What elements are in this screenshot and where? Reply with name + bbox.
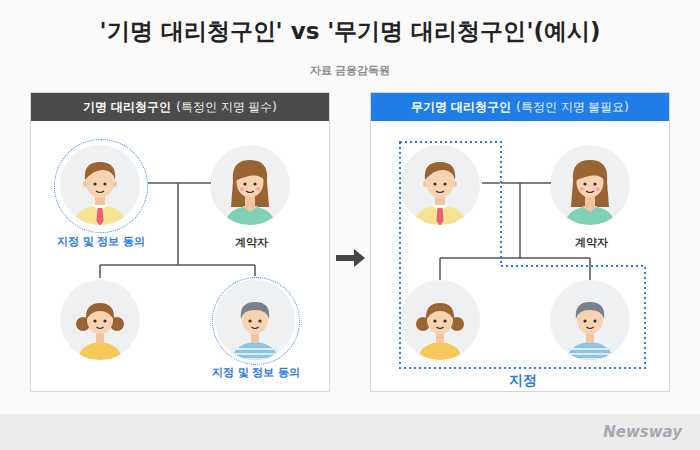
policyholder: 계약자	[551, 146, 631, 226]
policyholder: 계약자	[211, 146, 291, 226]
panel-ground	[370, 92, 670, 392]
mother-figure	[550, 145, 630, 227]
son-figure	[215, 280, 295, 362]
person-label: 계약자	[235, 235, 268, 250]
father-figure	[60, 145, 140, 227]
panel-subheading: (특정인 지명 불필요)	[516, 100, 628, 115]
group-label: 지정	[509, 372, 537, 390]
logo-watermark: Newsway	[603, 423, 682, 441]
group-outline	[399, 141, 646, 369]
panel-header: 기명 대리청구인 (특정인 지명 필수)	[31, 93, 329, 121]
footer-band	[0, 414, 700, 450]
panel-header: 무기명 대리청구인 (특정인 지명 불필요)	[371, 93, 669, 121]
person-label: 지정 및 정보 동의	[212, 365, 301, 380]
daughter-figure	[60, 280, 140, 362]
father-figure	[400, 145, 480, 227]
designated-person: 지정 및 정보 동의	[54, 139, 148, 233]
title: '기명 대리청구인' vs '무기명 대리청구인'(예시)	[0, 16, 700, 47]
person-label: 계약자	[575, 235, 608, 250]
daughter-figure	[400, 280, 480, 362]
panel: 무기명 대리청구인(특정인 지명 불필요)지정계약자	[370, 92, 670, 392]
designated-person: 지정 및 정보 동의	[212, 277, 300, 365]
group-outline	[400, 142, 645, 368]
panel-subheading: (특정인 지명 필수)	[176, 100, 276, 115]
son-figure	[550, 280, 630, 362]
source-note: 자료 금융감독원	[0, 63, 700, 78]
connector-line	[501, 182, 551, 184]
panel-heading: 무기명 대리청구인	[411, 100, 511, 115]
panel-heading: 기명 대리청구인	[83, 100, 171, 115]
person-label: 지정 및 정보 동의	[57, 234, 146, 249]
connector-line	[148, 182, 211, 184]
transition-arrow	[336, 255, 354, 261]
panel-ground	[30, 92, 330, 392]
designated-group: 지정	[399, 141, 646, 369]
mother-figure	[210, 145, 290, 227]
panel: 기명 대리청구인(특정인 지명 필수)지정 및 정보 동의계약자지정 및 정보 …	[30, 92, 330, 392]
